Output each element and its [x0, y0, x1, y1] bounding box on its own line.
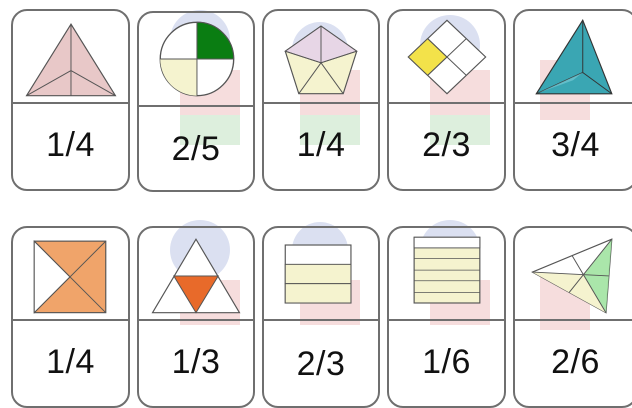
fraction-label: 1/4 [264, 101, 378, 189]
fraction-card[interactable]: 1/3 [137, 226, 255, 408]
fraction-card[interactable]: 1/4 [11, 9, 130, 191]
fraction-card[interactable]: 1/6 [387, 226, 506, 408]
fraction-label: 2/3 [389, 101, 504, 189]
fraction-card[interactable]: 2/6 [513, 226, 632, 408]
triangle-orange-icon [139, 228, 253, 320]
square-diagonals-icon [13, 228, 128, 320]
fraction-card[interactable]: 1/4 [11, 226, 130, 408]
fraction-label: 2/3 [264, 318, 378, 406]
triangle-centroid-icon [515, 228, 632, 320]
fraction-label: 3/4 [515, 101, 632, 189]
fraction-label: 1/4 [13, 101, 128, 189]
fraction-card[interactable]: 3/4 [513, 9, 632, 191]
fraction-label: 1/4 [13, 318, 128, 406]
pentagon-segments-icon [264, 11, 378, 103]
fraction-label: 2/6 [515, 318, 632, 406]
rectangle-strips-icon [389, 228, 504, 320]
fraction-label: 2/5 [139, 104, 253, 190]
diamond-quarters-icon [389, 11, 504, 103]
triangle-teal-icon [515, 11, 632, 103]
fraction-label: 1/3 [139, 318, 253, 406]
fraction-card[interactable]: 2/3 [387, 9, 506, 191]
triangle-three-parts-icon [13, 11, 128, 103]
fraction-card[interactable]: 2/5 [137, 11, 255, 192]
circle-quarters-icon [139, 13, 253, 105]
fraction-label: 1/6 [389, 318, 504, 406]
fraction-card[interactable]: 2/3 [262, 226, 380, 408]
fraction-card[interactable]: 1/4 [262, 9, 380, 191]
rectangle-thirds-icon [264, 228, 378, 320]
